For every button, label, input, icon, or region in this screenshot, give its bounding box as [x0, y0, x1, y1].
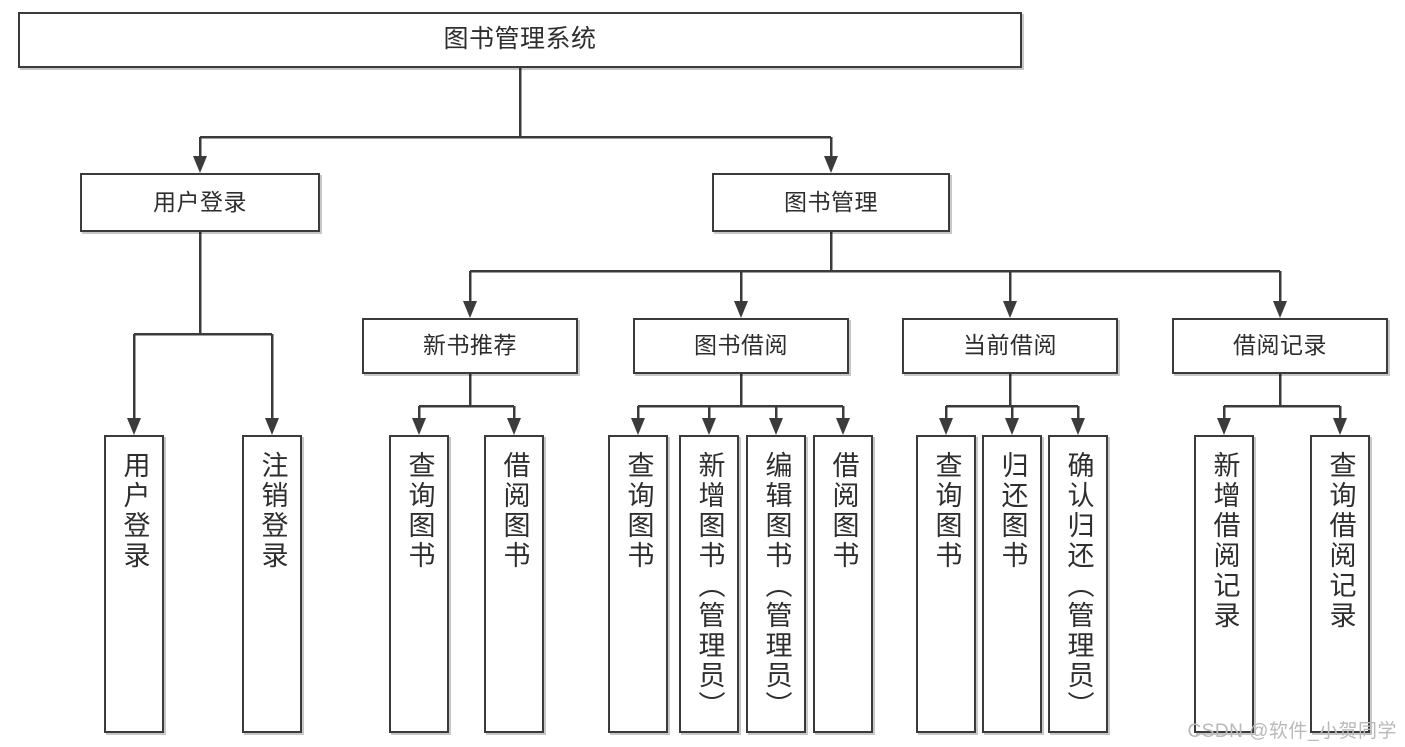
node-leaf-9[interactable]: 归还图书 — [982, 435, 1042, 733]
node-leaf-5-label: 新增图书（管理员） — [694, 451, 725, 721]
node-leaf-3[interactable]: 借阅图书 — [484, 435, 544, 733]
node-leaf-3-label: 借阅图书 — [499, 451, 530, 571]
node-leaf-10[interactable]: 确认归还（管理员） — [1048, 435, 1108, 733]
node-root[interactable]: 图书管理系统 — [18, 12, 1022, 68]
node-leaf-9-label: 归还图书 — [997, 451, 1028, 571]
node-level2-1[interactable]: 图书管理 — [712, 173, 950, 232]
node-leaf-5[interactable]: 新增图书（管理员） — [679, 435, 739, 733]
node-level3-2[interactable]: 当前借阅 — [902, 318, 1118, 374]
node-level3-3[interactable]: 借阅记录 — [1172, 318, 1388, 374]
node-leaf-11-label: 新增借阅记录 — [1209, 451, 1240, 631]
node-level3-0[interactable]: 新书推荐 — [362, 318, 578, 374]
node-leaf-6-label: 编辑图书（管理员） — [761, 451, 792, 721]
node-root-label: 图书管理系统 — [443, 25, 597, 54]
node-level3-1-label: 图书借阅 — [694, 332, 788, 359]
node-leaf-8[interactable]: 查询图书 — [916, 435, 976, 733]
node-leaf-4-label: 查询图书 — [623, 451, 654, 571]
node-leaf-7[interactable]: 借阅图书 — [813, 435, 873, 733]
node-leaf-10-label: 确认归还（管理员） — [1063, 451, 1094, 721]
node-leaf-4[interactable]: 查询图书 — [608, 435, 668, 733]
node-leaf-2[interactable]: 查询图书 — [389, 435, 449, 733]
node-leaf-1-label: 注销登录 — [257, 451, 288, 571]
node-leaf-8-label: 查询图书 — [931, 451, 962, 571]
node-leaf-1[interactable]: 注销登录 — [242, 435, 302, 733]
node-level3-1[interactable]: 图书借阅 — [633, 318, 849, 374]
node-level3-0-label: 新书推荐 — [423, 332, 517, 359]
node-leaf-6[interactable]: 编辑图书（管理员） — [746, 435, 806, 733]
node-leaf-0-label: 用户登录 — [119, 451, 150, 571]
node-leaf-12-label: 查询借阅记录 — [1325, 451, 1356, 631]
node-leaf-12[interactable]: 查询借阅记录 — [1310, 435, 1370, 733]
node-level3-3-label: 借阅记录 — [1233, 332, 1327, 359]
node-leaf-0[interactable]: 用户登录 — [104, 435, 164, 733]
node-leaf-2-label: 查询图书 — [404, 451, 435, 571]
node-level2-1-label: 图书管理 — [784, 188, 878, 215]
node-leaf-11[interactable]: 新增借阅记录 — [1194, 435, 1254, 733]
node-level3-2-label: 当前借阅 — [963, 332, 1057, 359]
node-leaf-7-label: 借阅图书 — [828, 451, 859, 571]
node-level2-0[interactable]: 用户登录 — [80, 173, 320, 232]
node-level2-0-label: 用户登录 — [153, 188, 247, 215]
